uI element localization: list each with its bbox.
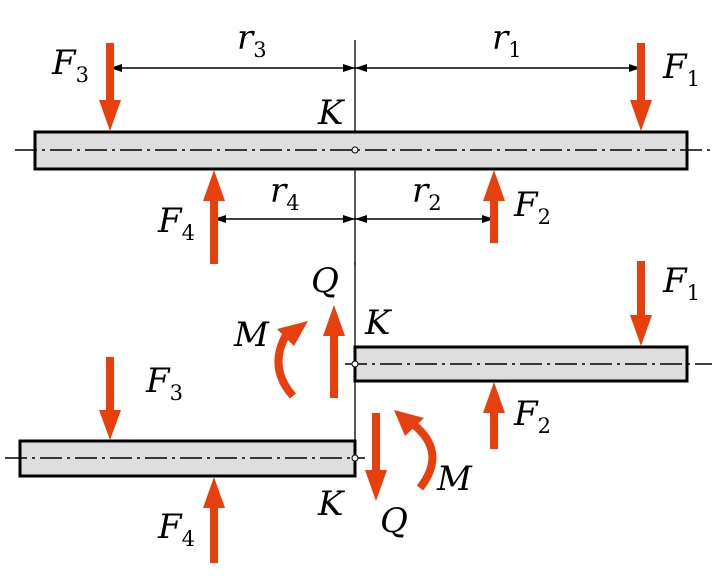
force-arrow-f4-top (203, 170, 225, 264)
point-k-top (351, 146, 359, 154)
moment-arc-m-left (410, 420, 437, 491)
force-arrow-f3-left (99, 357, 121, 440)
moment-arrowhead-m-right (277, 321, 308, 346)
point-k-left (351, 454, 359, 462)
label-q-left: Q (380, 501, 408, 541)
label-f4-top: F4 (157, 201, 195, 245)
label-f2-top: F2 (513, 185, 551, 229)
label-r3: r3 (237, 18, 267, 62)
bottom-parts-group: Q M K F1 F2 F3 F4 K Q M (5, 261, 712, 563)
force-arrow-f2-top (483, 170, 505, 243)
label-k-right: K (364, 303, 393, 343)
label-f2-right: F2 (513, 394, 551, 438)
label-f3-top: F3 (51, 43, 89, 87)
label-f1-right: F1 (662, 261, 700, 305)
label-r4: r4 (270, 171, 300, 215)
force-arrow-f2-right (483, 382, 505, 449)
label-m-left: M (436, 459, 473, 499)
label-m-right: M (233, 315, 270, 355)
force-arrow-f4-left (203, 477, 225, 563)
shear-arrow-q-left (365, 413, 387, 501)
label-f4-left: F4 (157, 507, 195, 551)
label-r1: r1 (492, 18, 522, 62)
label-k-left: K (317, 484, 346, 524)
force-arrow-f3-top (99, 43, 121, 131)
top-beam-group: F3 F1 r3 r1 K r4 r2 F4 F2 (15, 18, 712, 265)
label-r2: r2 (412, 171, 442, 215)
point-k-right (351, 360, 359, 368)
force-arrow-f1-right (630, 261, 652, 346)
label-f1-top: F1 (662, 47, 700, 91)
force-arrow-f1-top (630, 43, 652, 131)
label-k-top: K (317, 93, 346, 133)
label-f3-left: F3 (145, 361, 183, 405)
moment-arc-m-right (274, 333, 297, 399)
label-q-right: Q (311, 261, 339, 301)
moment-arrowhead-m-left (394, 410, 424, 436)
shear-arrow-q-right (323, 305, 345, 398)
